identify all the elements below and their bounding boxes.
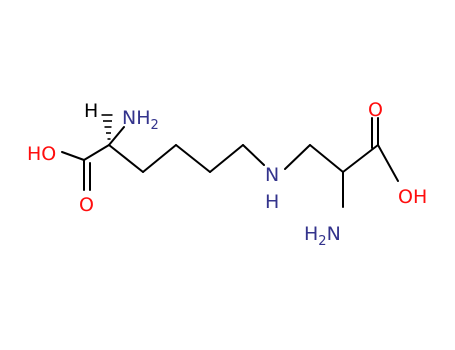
- right-carbonyl-o-label: O: [368, 99, 383, 121]
- bond-alpha-c-carboxyl: [83, 144, 110, 161]
- hashed-wedge-bond: [101, 114, 113, 140]
- left-carbonyl-o-label: O: [79, 194, 94, 216]
- bond-chain-1: [108, 144, 144, 173]
- bonds: [61, 114, 399, 208]
- alpha-nh2-subscript: 2: [151, 118, 159, 133]
- bond-n-ch2: [284, 144, 311, 170]
- bond-alpha-c-nh2: [108, 126, 125, 146]
- bond-right-carboxyl-oh: [377, 144, 399, 182]
- bond-chain-to-n: [242, 144, 265, 166]
- bridge-n-label: N: [265, 164, 279, 186]
- atom-labels: H NH2 HO O N H O OH H2N: [27, 99, 427, 249]
- alpha-nh-text: NH: [122, 107, 151, 129]
- bond-ch-carboxyl: [342, 144, 379, 173]
- stereo-h-label: H: [84, 100, 98, 122]
- left-hydroxyl-label: HO: [27, 143, 56, 165]
- beta-h2n-label: H2N: [304, 223, 341, 249]
- bond-chain-4: [209, 144, 244, 173]
- bond-ch2-ch: [309, 144, 344, 173]
- right-hydroxyl-label: OH: [398, 186, 427, 208]
- bond-chain-2: [142, 144, 177, 173]
- bond-chain-3: [175, 144, 211, 173]
- beta-h-text: H: [304, 223, 318, 245]
- beta-n-text: N: [327, 223, 341, 245]
- beta-h2n-subscript: 2: [318, 234, 326, 249]
- bond-carboxyl-oh: [61, 151, 85, 161]
- alpha-nh2-label: NH2: [122, 107, 159, 133]
- bridge-h-label: H: [265, 191, 279, 213]
